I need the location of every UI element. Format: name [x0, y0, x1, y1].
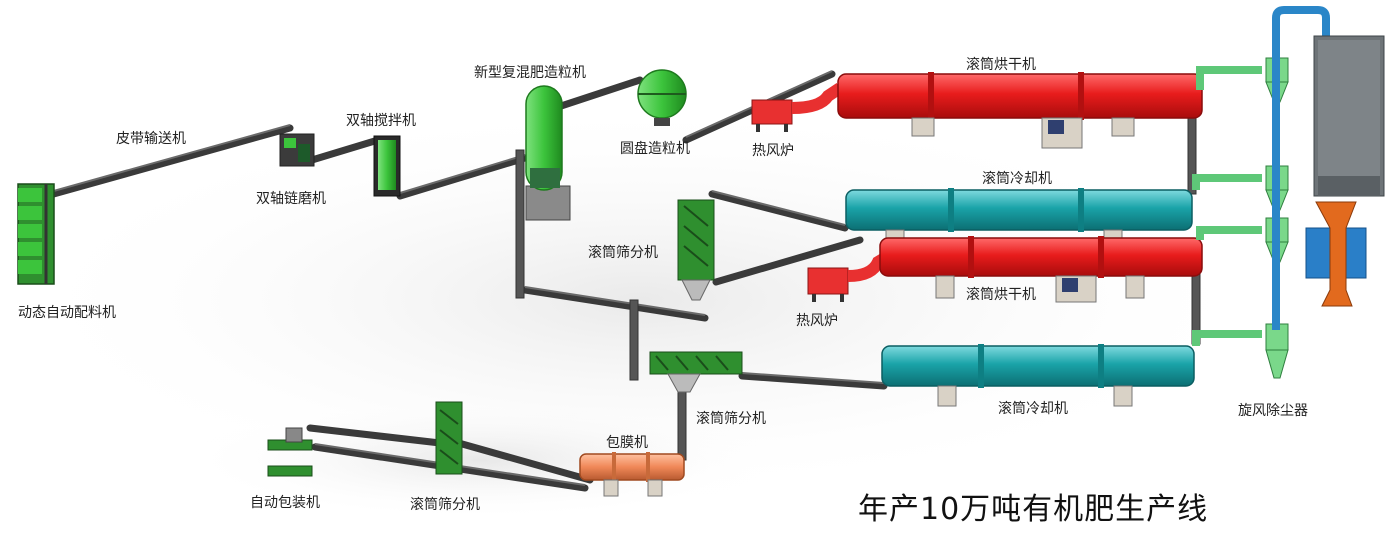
exhaust-pipe — [1272, 6, 1330, 330]
drum-dryer-2 — [879, 236, 1203, 303]
belt-conveyor-3 — [396, 154, 529, 200]
hot-air-stove-1 — [751, 83, 844, 132]
label-coating-machine: 包膜机 — [606, 435, 648, 451]
double-shaft-mixer — [373, 135, 401, 197]
diagram-title: 年产10万吨有机肥生产线 — [858, 492, 1209, 527]
exhaust-tower — [1313, 35, 1385, 197]
drum-screener-1 — [677, 199, 715, 301]
new-compound-granulator — [525, 85, 571, 221]
label-hot-air-stove-2: 热风炉 — [796, 313, 838, 329]
induced-draft-fan — [1305, 201, 1367, 307]
label-double-shaft-mixer: 双轴搅拌机 — [346, 113, 416, 129]
belt-conveyor-8 — [521, 286, 709, 322]
label-screener-1: 滚筒筛分机 — [588, 245, 658, 261]
label-belt-conveyor: 皮带输送机 — [116, 131, 186, 147]
label-auto-packing: 自动包装机 — [250, 495, 320, 511]
belt-conveyor-7 — [712, 236, 864, 286]
bucket-elevator-1 — [515, 149, 525, 299]
drum-cooler-1 — [845, 188, 1193, 247]
label-dryer-1: 滚筒烘干机 — [966, 57, 1036, 73]
belt-conveyor-6 — [708, 190, 849, 232]
label-disc-granulator: 圆盘造粒机 — [620, 141, 690, 157]
label-cooler-1: 滚筒冷却机 — [982, 171, 1052, 187]
drum-screener-2 — [649, 351, 743, 393]
double-shaft-chain-mill — [279, 133, 315, 167]
label-cooler-2: 滚筒冷却机 — [998, 401, 1068, 417]
label-cyclone: 旋风除尘器 — [1238, 403, 1308, 419]
air-ducts — [1192, 66, 1262, 346]
label-auto-batching: 动态自动配料机 — [18, 305, 116, 321]
drum-dryer-1 — [837, 72, 1203, 149]
label-screener-3: 滚筒筛分机 — [410, 497, 480, 513]
label-hot-air-stove-1: 热风炉 — [752, 143, 794, 159]
label-new-compound-granulator: 新型复混肥造粒机 — [474, 65, 586, 81]
belt-conveyor-12 — [444, 436, 594, 484]
belt-conveyor-4 — [551, 76, 644, 112]
drum-cooler-2 — [881, 344, 1195, 407]
bucket-elevator-2 — [629, 299, 639, 381]
belt-conveyor-10 — [306, 424, 444, 447]
auto-batching-machine — [17, 183, 55, 285]
label-dryer-2: 滚筒烘干机 — [966, 287, 1036, 303]
belt-conveyor-9 — [738, 372, 888, 390]
belt-conveyor-1 — [46, 124, 294, 199]
label-screener-2: 滚筒筛分机 — [696, 411, 766, 427]
hot-air-stove-2 — [807, 250, 892, 302]
cyclone-4 — [1265, 323, 1289, 379]
drum-screener-3 — [435, 401, 463, 475]
auto-packing-machine — [267, 427, 313, 477]
disc-granulator — [637, 69, 687, 126]
coating-machine — [579, 452, 685, 497]
label-double-shaft-chain-mill: 双轴链磨机 — [256, 191, 326, 207]
belt-conveyor-2 — [308, 136, 382, 164]
